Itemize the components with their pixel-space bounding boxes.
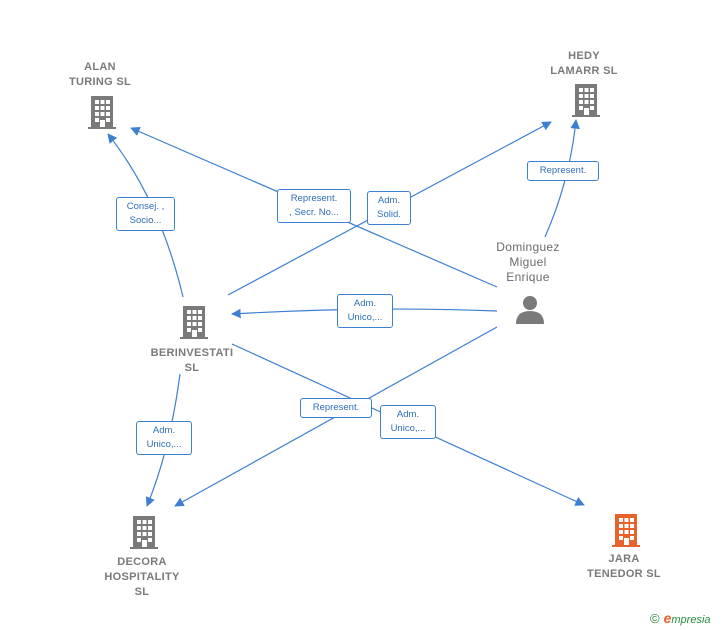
brand-initial: e bbox=[663, 610, 672, 626]
company-label: DECORA HOSPITALITY SL bbox=[104, 556, 180, 598]
edge-label-berin-hedy[interactable]: Adm. Solid. bbox=[367, 191, 411, 225]
edge-label-person-decora[interactable]: Represent. bbox=[300, 398, 372, 418]
person-icon bbox=[516, 296, 544, 324]
building-icon bbox=[88, 96, 116, 129]
copyright-icon: © bbox=[650, 611, 660, 626]
brand-logo: ©empresia bbox=[650, 610, 711, 626]
edge-label-berin-decora[interactable]: Adm. Unico,... bbox=[136, 421, 192, 455]
brand-text: mpresia bbox=[671, 614, 711, 626]
company-label: JARA TENEDOR SL bbox=[587, 553, 661, 580]
edge-label-berin-alan[interactable]: Consej. , Socio... bbox=[116, 197, 175, 231]
building-icon bbox=[130, 516, 158, 549]
edge-label-berin-jara[interactable]: Adm. Unico,... bbox=[380, 405, 436, 439]
edge-label-person-alan[interactable]: Represent. , Secr. No... bbox=[277, 189, 351, 223]
edge-label-person-hedy[interactable]: Represent. bbox=[527, 161, 599, 181]
building-icon bbox=[572, 84, 600, 117]
company-label: ALAN TURING SL bbox=[69, 61, 131, 88]
person-label: Dominguez Miguel Enrique bbox=[496, 240, 560, 284]
edge-label-person-berin[interactable]: Adm. Unico,... bbox=[337, 294, 393, 328]
company-label: HEDY LAMARR SL bbox=[550, 50, 618, 77]
building-icon bbox=[612, 514, 640, 547]
building-icon bbox=[180, 306, 208, 339]
company-label: BERINVESTATI SL bbox=[150, 347, 234, 374]
